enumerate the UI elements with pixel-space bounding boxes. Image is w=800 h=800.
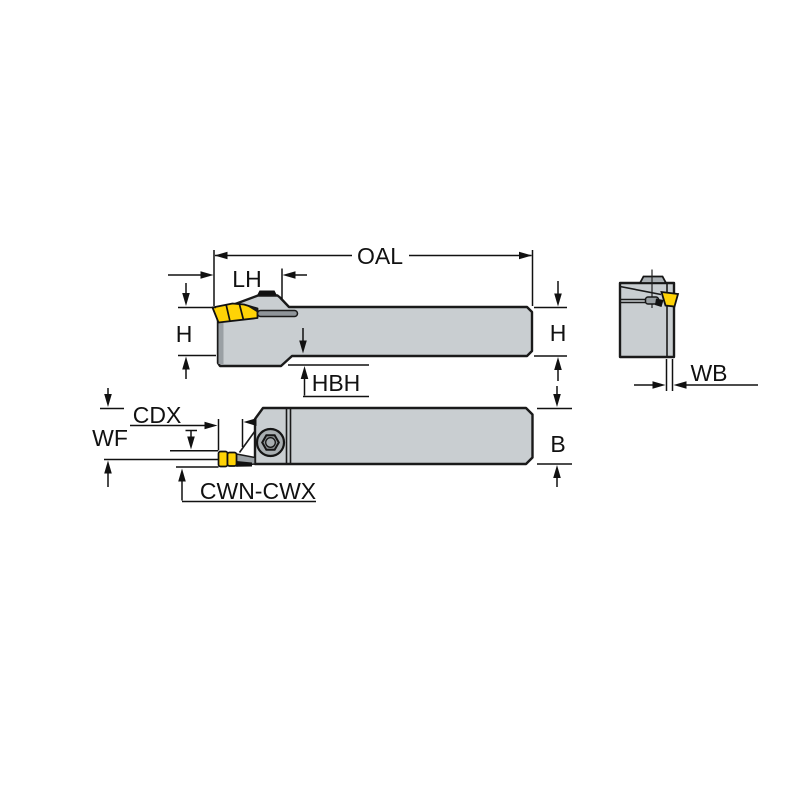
insert-end xyxy=(660,290,680,308)
dim-b: B xyxy=(537,386,572,487)
dim-cdx: CDX xyxy=(130,402,257,451)
dim-hbh: HBH xyxy=(288,328,369,398)
top-view-body xyxy=(253,406,534,466)
insert-divider xyxy=(225,304,231,322)
arrowhead-up xyxy=(554,357,562,370)
arrowhead-down xyxy=(104,394,112,407)
dim-label-h-left: H xyxy=(176,321,193,347)
insert-top-lobe xyxy=(217,450,229,468)
dim-label-wb: WB xyxy=(690,360,727,386)
arrowhead-down xyxy=(187,436,195,450)
arrowhead-up xyxy=(104,460,112,474)
dim-label-cwn-cwx: CWN-CWX xyxy=(200,478,316,504)
clamp-wedge xyxy=(243,304,258,313)
top-view xyxy=(217,406,534,468)
arrowhead-down xyxy=(182,293,190,306)
dim-lh: LH xyxy=(168,266,307,299)
side-view-body xyxy=(216,294,534,368)
dim-oal: OAL xyxy=(213,243,534,306)
dim-label-lh: LH xyxy=(232,266,261,292)
arrowhead-right xyxy=(652,381,666,389)
dim-label-hbh: HBH xyxy=(312,370,361,396)
clamp-tip-shadow xyxy=(236,461,252,467)
arrowhead-up xyxy=(300,366,309,379)
arrowhead-left xyxy=(282,271,296,279)
dim-label-cdx: CDX xyxy=(133,402,182,428)
insert-divider xyxy=(238,304,245,321)
insert-top-lobe xyxy=(226,451,238,467)
arrowhead-right xyxy=(519,251,532,260)
side-view xyxy=(211,290,534,368)
dim-label-h-right: H xyxy=(550,320,567,346)
clamp-slope-line xyxy=(619,285,662,296)
arrowhead-down xyxy=(554,293,562,307)
dim-label-b: B xyxy=(550,431,565,457)
adjusting-pin xyxy=(256,309,299,318)
dim-label-oal: OAL xyxy=(357,243,403,269)
clamp-edge-line xyxy=(238,430,256,453)
end-view xyxy=(618,269,680,359)
arrowhead-left xyxy=(243,418,257,426)
clamp-screw-cap-side xyxy=(257,290,277,296)
dim-cwn-cwx: CWN-CWX xyxy=(170,429,316,504)
insert-side xyxy=(211,302,259,324)
arrowhead-left xyxy=(214,251,228,260)
dim-h-right: H xyxy=(534,281,567,381)
arrowhead-up xyxy=(178,468,186,482)
clamp-finger-end xyxy=(655,298,664,307)
arrowhead-down xyxy=(553,394,561,407)
arrowhead-up xyxy=(553,465,561,478)
dim-h-left: H xyxy=(176,283,216,379)
arrowhead-down xyxy=(299,340,307,354)
dim-label-wf: WF xyxy=(92,425,128,451)
arrowhead-right xyxy=(204,421,218,430)
arrowhead-left xyxy=(673,381,687,389)
dim-wb: WB xyxy=(634,359,758,391)
arrowhead-up xyxy=(182,356,190,370)
clamp-screw-socket-core xyxy=(265,437,276,448)
dim-wf: WF xyxy=(92,388,219,487)
arrowhead-right xyxy=(200,271,214,279)
clamp-screw-cap-end xyxy=(638,275,668,284)
blade-front-strip xyxy=(218,323,224,364)
